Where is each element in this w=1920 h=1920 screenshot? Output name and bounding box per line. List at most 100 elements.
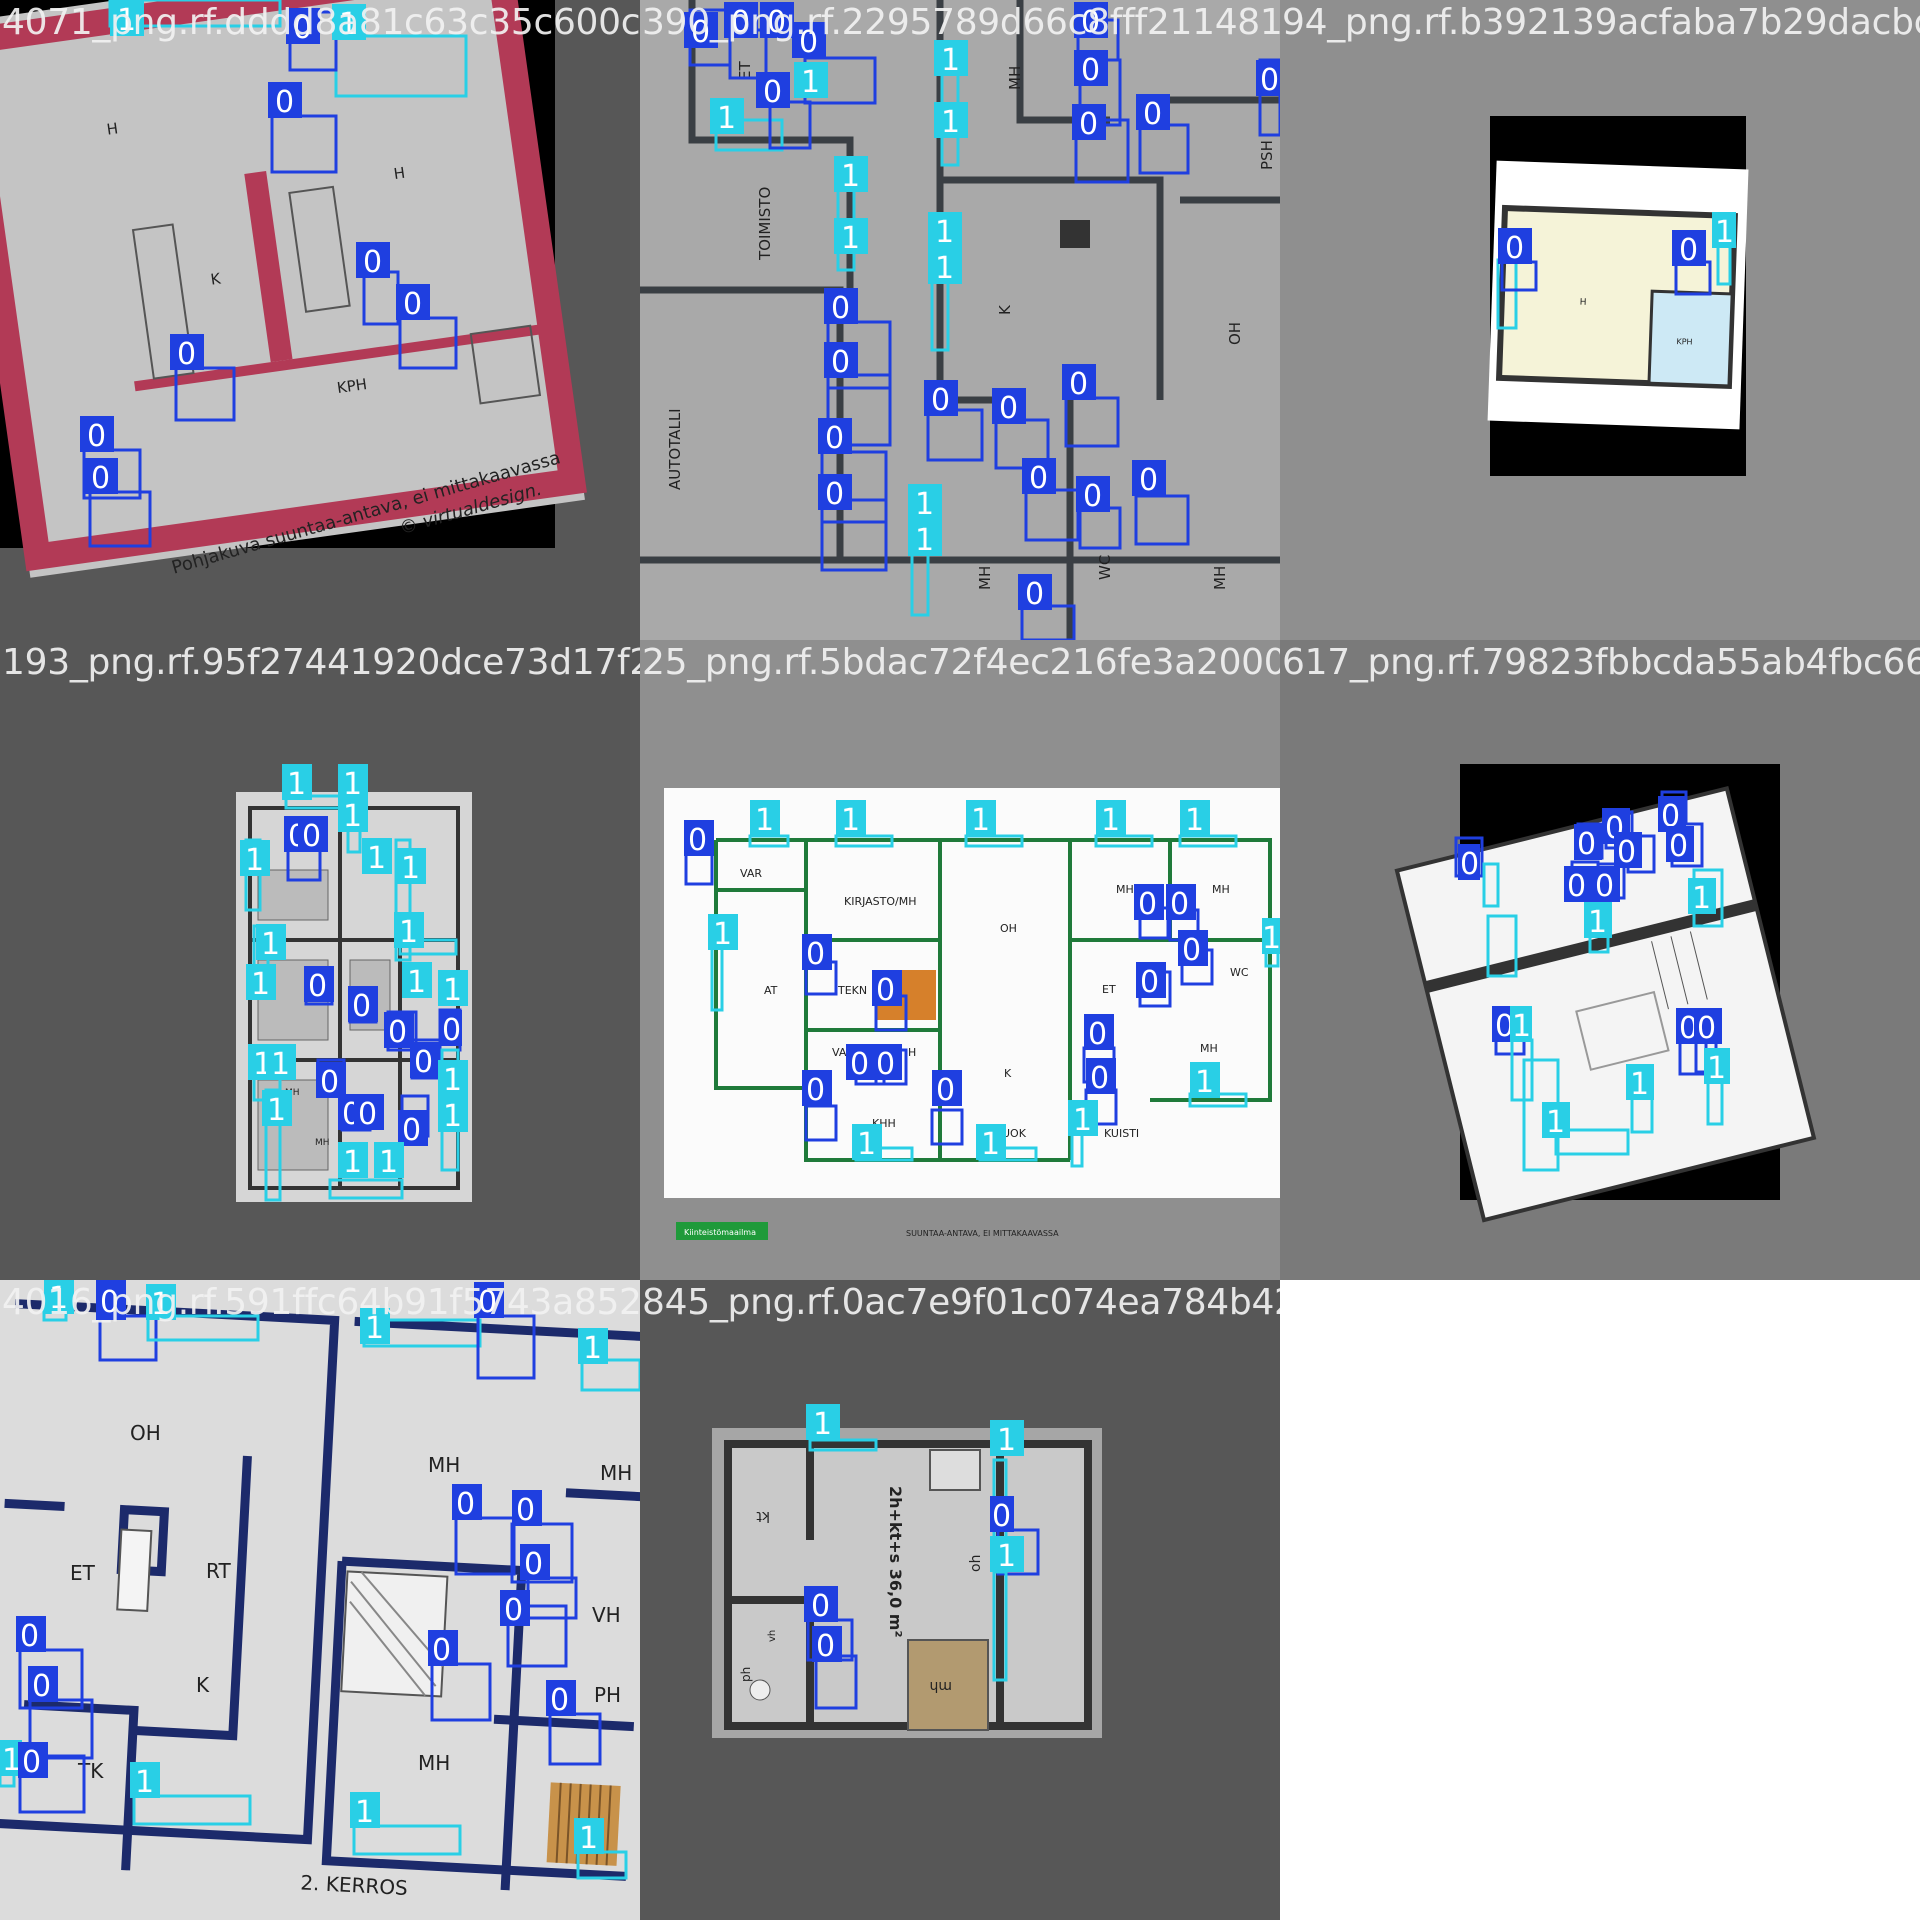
label-1: 1 <box>1692 881 1711 916</box>
logo-text: Kiinteistömaailma <box>684 1228 756 1237</box>
label-tags: 1 0 1 0 0 0 0 0 0 <box>80 0 430 496</box>
label-0: 0 <box>550 1683 569 1718</box>
label-0: 0 <box>1669 829 1688 864</box>
box-class-0 <box>88 490 152 548</box>
label-tags: 0 0 0 0 0 0 0 0 1 1 0 1 1 1 0 0 1 <box>1458 796 1730 1140</box>
label-1: 1 <box>813 1407 832 1442</box>
room-label: H <box>393 164 407 183</box>
box-class-0 <box>430 1662 492 1722</box>
label-0: 0 <box>1081 5 1100 40</box>
box-class-1 <box>714 118 784 152</box>
label-tags: 0 1 1 1 1 1 1 1 0 0 0 0 0 0 0 0 0 0 0 0 <box>684 800 1280 1162</box>
label-0: 0 <box>504 1593 523 1628</box>
room-label: RT <box>206 1559 231 1583</box>
label-0: 0 <box>524 1547 543 1582</box>
label-0: 0 <box>1505 231 1524 266</box>
label-0: 0 <box>831 345 850 380</box>
label-1: 1 <box>1546 1105 1565 1140</box>
box-class-1 <box>328 1178 404 1200</box>
label-0: 0 <box>1460 847 1479 882</box>
label-1: 1 <box>935 215 954 250</box>
label-1: 1 <box>379 1145 398 1180</box>
label-0: 0 <box>691 15 710 50</box>
plan-footer: SUUNTAA-ANTAVA, EI MITTAKAAVASSA <box>906 1229 1059 1238</box>
room-label: mh <box>929 1678 952 1694</box>
label-0: 0 <box>816 1629 835 1664</box>
room-label: MH <box>1200 1042 1218 1055</box>
room-label: KIRJASTO/MH <box>844 895 917 908</box>
label-0: 0 <box>1661 799 1680 834</box>
room-label: OH <box>130 1421 161 1445</box>
label-1: 1 <box>841 221 860 256</box>
room-label: VH <box>592 1603 621 1627</box>
label-0: 0 <box>32 1669 51 1704</box>
label-0: 0 <box>1138 887 1157 922</box>
tile-1-canvas: H H K KPH Pohjakuva suuntaa-antava, ei m… <box>0 0 640 640</box>
label-1: 1 <box>579 1821 598 1856</box>
tile-5-canvas: VAR KIRJASTO/MH OH MH MH AT TEKN ET WC V… <box>640 640 1280 1280</box>
label-1: 1 <box>271 1047 290 1082</box>
box-class-1 <box>1482 862 1500 908</box>
room-label: MH <box>1006 66 1024 90</box>
box-class-0 <box>454 1516 516 1576</box>
room-label: ET <box>736 61 754 80</box>
label-1: 1 <box>1588 905 1607 940</box>
room-label: MH <box>976 566 994 590</box>
label-0: 0 <box>1029 461 1048 496</box>
label-0: 0 <box>302 819 321 854</box>
label-1: 1 <box>841 159 860 194</box>
room-label: H <box>106 119 120 138</box>
label-0: 0 <box>799 25 818 60</box>
label-1: 1 <box>443 973 462 1008</box>
label-0: 0 <box>363 245 382 280</box>
label-0: 0 <box>91 461 110 496</box>
box-class-0 <box>174 366 236 422</box>
tile-8-canvas: kt oh mh ph vh 2h+kt+s 36,0 m² 1 1 0 1 0… <box>640 1280 1280 1920</box>
room-label: TEKN <box>837 984 867 997</box>
room-label: K <box>209 269 222 288</box>
label-1: 1 <box>801 65 820 100</box>
plan-caption: 2. KERROS <box>300 1870 409 1900</box>
room-label: KUISTI <box>1104 1127 1139 1140</box>
box-class-0 <box>826 373 892 447</box>
label-1: 1 <box>583 1331 602 1366</box>
room-label: MH <box>285 1088 300 1098</box>
label-1: 1 <box>1707 1051 1726 1086</box>
label-1: 1 <box>343 767 362 802</box>
label-0: 0 <box>731 5 750 40</box>
label-1: 1 <box>267 1093 286 1128</box>
room-label: TOIMISTO <box>756 187 774 261</box>
label-1: 1 <box>935 251 954 286</box>
label-0: 0 <box>1140 965 1159 1000</box>
box-class-0 <box>18 1648 84 1710</box>
label-0: 0 <box>456 1487 475 1522</box>
room-label: kt <box>756 1508 770 1524</box>
box-class-0 <box>18 1754 86 1814</box>
label-0: 0 <box>825 477 844 512</box>
tile-empty <box>1280 1280 1920 1920</box>
room-label: ph <box>739 1667 753 1682</box>
label-0: 0 <box>688 823 707 858</box>
label-0: 0 <box>478 1285 497 1320</box>
label-0: 0 <box>1143 97 1162 132</box>
room-label: H <box>908 1046 916 1059</box>
label-0: 0 <box>403 287 422 322</box>
label-1: 1 <box>941 105 960 140</box>
label-1: 1 <box>1630 1067 1649 1102</box>
tile-7: OH MH MH ET RT VH K PH MH TK 2. KERROS <box>0 1280 640 1920</box>
box-class-0 <box>820 498 888 572</box>
box-class-1 <box>394 838 412 962</box>
room-label: KPH <box>1676 337 1692 347</box>
label-1: 1 <box>1512 1009 1531 1044</box>
tile-3: H KPH 0 0 1 94_png.rf.b392139acfaba7b29d… <box>1280 0 1920 640</box>
label-1: 1 <box>339 7 358 42</box>
label-1: 1 <box>915 487 934 522</box>
tile-6: 0 0 0 0 0 0 0 0 1 1 0 1 1 1 0 0 1 617_pn… <box>1280 640 1920 1280</box>
box-class-1 <box>146 1314 260 1342</box>
room-label: vh <box>767 1630 778 1642</box>
label-0: 0 <box>177 337 196 372</box>
label-0: 0 <box>320 1065 339 1100</box>
label-1: 1 <box>1101 803 1120 838</box>
label-0: 0 <box>1170 887 1189 922</box>
